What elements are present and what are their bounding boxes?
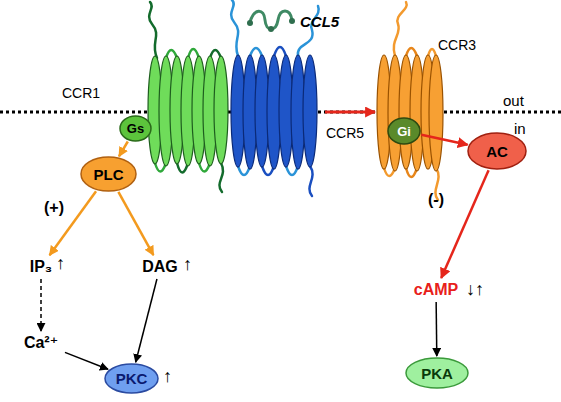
receptor-tail — [149, 2, 157, 58]
messenger-node: DAG — [138, 256, 182, 278]
signal-arrow — [441, 170, 488, 278]
helix — [429, 55, 443, 171]
g-protein-node: Gi — [387, 117, 421, 145]
node-label: PKC — [116, 371, 148, 386]
node-label: Gs — [127, 122, 144, 135]
chemokine-dot — [268, 26, 274, 32]
receptor-node: CCR3 — [376, 52, 442, 172]
signal-arrow — [325, 111, 375, 114]
node-label: Ca²⁺ — [24, 335, 58, 351]
effect-sign: (-) — [428, 192, 444, 208]
receptor-tail — [231, 0, 238, 56]
enzyme-node: AC — [467, 132, 527, 170]
messenger-node: IP₃ — [24, 256, 58, 278]
signal-arrow — [136, 279, 157, 362]
messenger-node: cAMP — [410, 279, 462, 301]
receptor-loop — [274, 47, 286, 56]
signal-arrow — [118, 192, 153, 255]
chemokine-dot — [289, 18, 295, 24]
kinase-node: PKC — [104, 363, 159, 394]
receptor-tail — [394, 2, 407, 56]
node-label: CCR5 — [326, 126, 364, 140]
node-ellipse — [81, 157, 136, 191]
level-arrow: ↓↑ — [466, 280, 484, 298]
node-label: Gi — [397, 125, 411, 138]
node-label: AC — [486, 144, 508, 159]
node-ellipse — [105, 364, 158, 393]
kinase-node: PKA — [405, 357, 469, 389]
chemokine-dot — [247, 20, 253, 26]
helix — [214, 56, 228, 164]
node-label: cAMP — [414, 282, 458, 298]
level-arrow: ↑ — [56, 254, 65, 272]
node-label: CCR1 — [62, 86, 100, 100]
receptor-tail — [309, 166, 312, 196]
signal-arrow — [65, 352, 108, 369]
node-label: IP₃ — [30, 259, 53, 275]
helix — [303, 55, 317, 167]
node-label: CCR3 — [438, 38, 476, 52]
receptor-tail — [219, 163, 223, 192]
receptor-loop — [250, 48, 262, 56]
side-label: in — [514, 121, 526, 136]
diagram-title: CCL5 — [300, 14, 339, 29]
receptor-node: CCR5 — [230, 52, 324, 172]
node-ellipse — [388, 118, 420, 144]
messenger-node: Ca²⁺ — [18, 332, 64, 354]
node-ellipse — [406, 358, 468, 388]
node-ellipse — [120, 116, 151, 141]
signal-arrow — [421, 135, 467, 145]
node-ellipse — [468, 133, 526, 169]
node-label: PKA — [421, 366, 453, 381]
enzyme-node: PLC — [80, 156, 137, 192]
receptor-node: CCR1 — [148, 52, 230, 172]
signal-arrow — [40, 279, 42, 331]
g-protein-node: Gs — [119, 115, 152, 142]
receptor-loop — [428, 49, 436, 56]
signal-arrow — [435, 302, 437, 356]
node-label: DAG — [142, 259, 178, 275]
level-arrow: ↑ — [163, 367, 172, 385]
effect-sign: (+) — [44, 200, 64, 216]
side-label: out — [503, 93, 524, 108]
node-label: PLC — [94, 167, 124, 182]
signal-arrow — [119, 142, 128, 157]
receptor-loop — [406, 48, 417, 56]
level-arrow: ↑ — [183, 255, 192, 273]
